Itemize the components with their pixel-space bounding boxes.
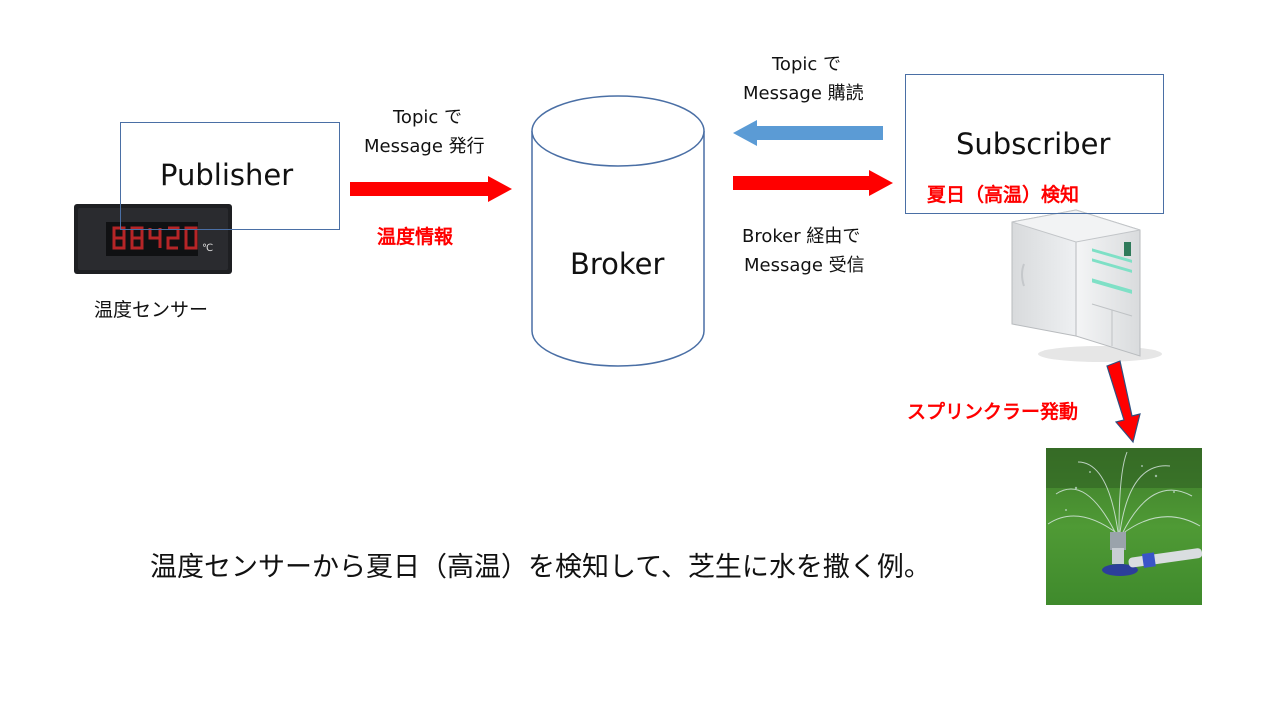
receive-text-line2: Message 受信 — [744, 255, 865, 276]
receive-text-line1: Broker 経由で — [742, 226, 861, 247]
subscriber-box — [905, 74, 1164, 214]
server-computer-image — [1011, 209, 1162, 362]
publish-text-line2: Message 発行 — [364, 136, 485, 157]
publish-text-line1: Topic で — [393, 107, 462, 128]
subscribe-text-line2: Message 購読 — [743, 83, 864, 104]
subscribe-arrow — [733, 120, 883, 146]
summer-detection-label: 夏日（高温）検知 — [927, 184, 1080, 206]
sprinkler-lawn-image — [1046, 448, 1203, 605]
diagram-caption: 温度センサーから夏日（高温）を検知して、芝生に水を撒く例。 — [150, 552, 931, 583]
subscriber-label: Subscriber — [956, 127, 1111, 161]
sensor-label: 温度センサー — [94, 299, 209, 321]
temperature-info-label: 温度情報 — [377, 226, 454, 248]
sprinkler-trigger-arrow — [1106, 360, 1141, 444]
publisher-label: Publisher — [160, 158, 294, 192]
publish-arrow — [350, 176, 512, 202]
subscribe-text-line1: Topic で — [772, 54, 841, 75]
sensor-unit-text: ℃ — [202, 243, 213, 254]
publisher-box — [120, 122, 340, 230]
temperature-sensor-image: ℃ — [74, 204, 232, 274]
broker-cylinder — [531, 95, 705, 367]
receive-arrow — [733, 170, 893, 196]
broker-label: Broker — [570, 247, 665, 281]
sprinkler-action-label: スプリンクラー発動 — [907, 401, 1079, 423]
